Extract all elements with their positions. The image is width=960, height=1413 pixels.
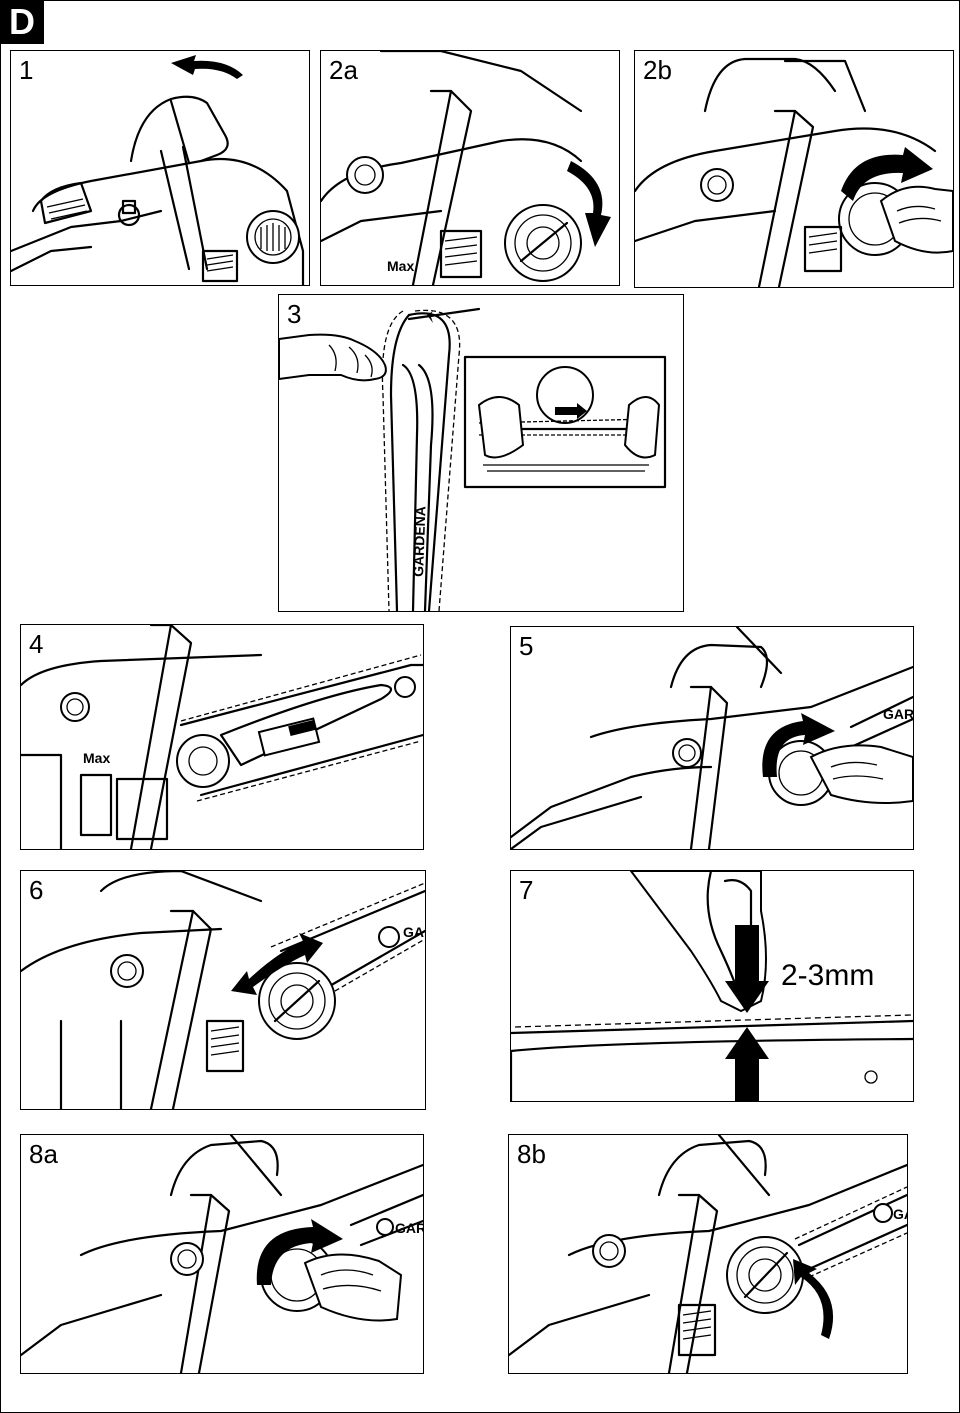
arrow-pointer (427, 309, 479, 323)
step-label-8b: 8b (517, 1139, 546, 1169)
panel-4: 4 Max (20, 624, 424, 850)
step-label-4: 4 (29, 629, 44, 659)
chainsaw-illustration-5: GARD (511, 627, 913, 849)
bar-brand-short: GARD (403, 924, 425, 940)
panel-8a: 8a GARD (20, 1134, 424, 1374)
bar-brand: GARDENA (410, 506, 428, 577)
step-label-8a: 8a (29, 1139, 58, 1169)
dial-label-max: Max (387, 258, 414, 274)
bidirectional-arrow (231, 933, 323, 995)
chainsaw-illustration-8b: GARD (509, 1135, 907, 1373)
step-label-2a: 2a (329, 55, 358, 85)
bar-brand-short: GARD (883, 706, 913, 722)
panel-7: 7 2-3mm (510, 870, 914, 1102)
chainsaw-illustration-1 (11, 55, 305, 285)
tension-measurement: 2-3mm (781, 959, 875, 992)
chain-bar-illustration-3: GARDENA (279, 307, 667, 611)
chainsaw-illustration-2b (635, 57, 953, 287)
rotation-arrow (567, 161, 611, 247)
up-arrow (725, 1027, 769, 1101)
panel-2a: 2a Max (320, 50, 620, 286)
step-label-1: 1 (19, 55, 34, 85)
bar-brand-short: GARD (395, 1220, 423, 1236)
panel-3: 3 GARDENA (278, 294, 684, 612)
panel-5: 5 GARD (510, 626, 914, 850)
rotation-arrow (171, 55, 243, 79)
panel-6: 6 GARD (20, 870, 426, 1110)
step-label-7: 7 (519, 875, 534, 905)
panel-2b: 2b (634, 50, 954, 288)
step-label-5: 5 (519, 631, 534, 661)
curved-arrow (793, 1259, 834, 1339)
chainsaw-illustration-2a: Max (321, 51, 611, 285)
chainsaw-bar-illustration-4: Max (21, 625, 423, 849)
step-label-6: 6 (29, 875, 44, 905)
dial-label-max: Max (83, 750, 110, 766)
panel-8b: 8b GARD (508, 1134, 908, 1374)
bar-brand-short: GARD (893, 1206, 907, 1222)
chainsaw-illustration-6: GARD (21, 871, 425, 1109)
step-label-3: 3 (287, 299, 302, 329)
step-label-2b: 2b (643, 55, 672, 85)
rotation-arrow (762, 713, 835, 777)
down-arrow (725, 925, 769, 1013)
chain-tension-illustration-7 (511, 871, 913, 1101)
rotation-arrow (841, 147, 933, 201)
chainsaw-illustration-8a: GARD (21, 1135, 423, 1373)
rotation-arrow (256, 1219, 343, 1285)
panel-1: 1 (10, 50, 310, 286)
section-tab: D (0, 0, 44, 44)
